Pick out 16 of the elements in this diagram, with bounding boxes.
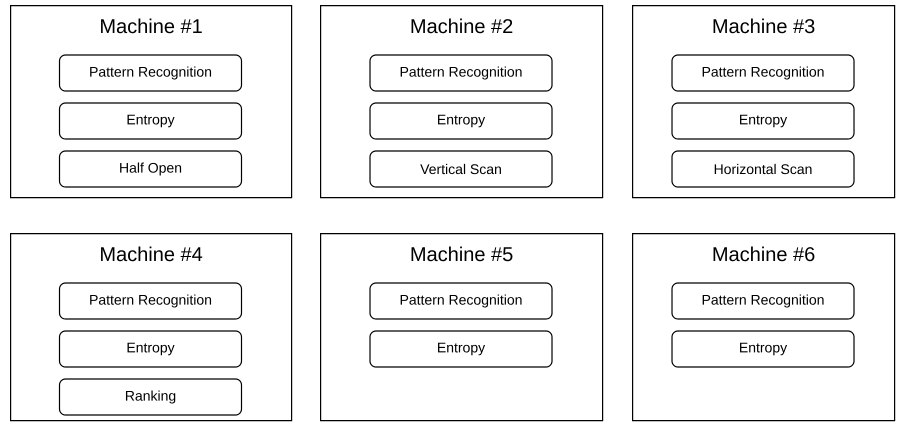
module-box: Horizontal Scan xyxy=(671,150,855,188)
module-box: Entropy xyxy=(58,102,242,140)
module-box: Pattern Recognition xyxy=(369,54,553,92)
module-box: Entropy xyxy=(369,102,553,140)
module-box: Pattern Recognition xyxy=(58,54,242,92)
module-box: Entropy xyxy=(671,330,855,368)
module-box: Entropy xyxy=(58,330,242,368)
module-box: Pattern Recognition xyxy=(671,54,855,92)
module-box: Ranking xyxy=(58,378,242,416)
module-box: Half Open xyxy=(58,150,242,188)
module-box: Pattern Recognition xyxy=(671,282,855,320)
module-box: Vertical Scan xyxy=(369,150,553,188)
module-box: Entropy xyxy=(671,102,855,140)
module-box: Pattern Recognition xyxy=(369,282,553,320)
module-box: Entropy xyxy=(369,330,553,368)
module-box: Pattern Recognition xyxy=(58,282,242,320)
